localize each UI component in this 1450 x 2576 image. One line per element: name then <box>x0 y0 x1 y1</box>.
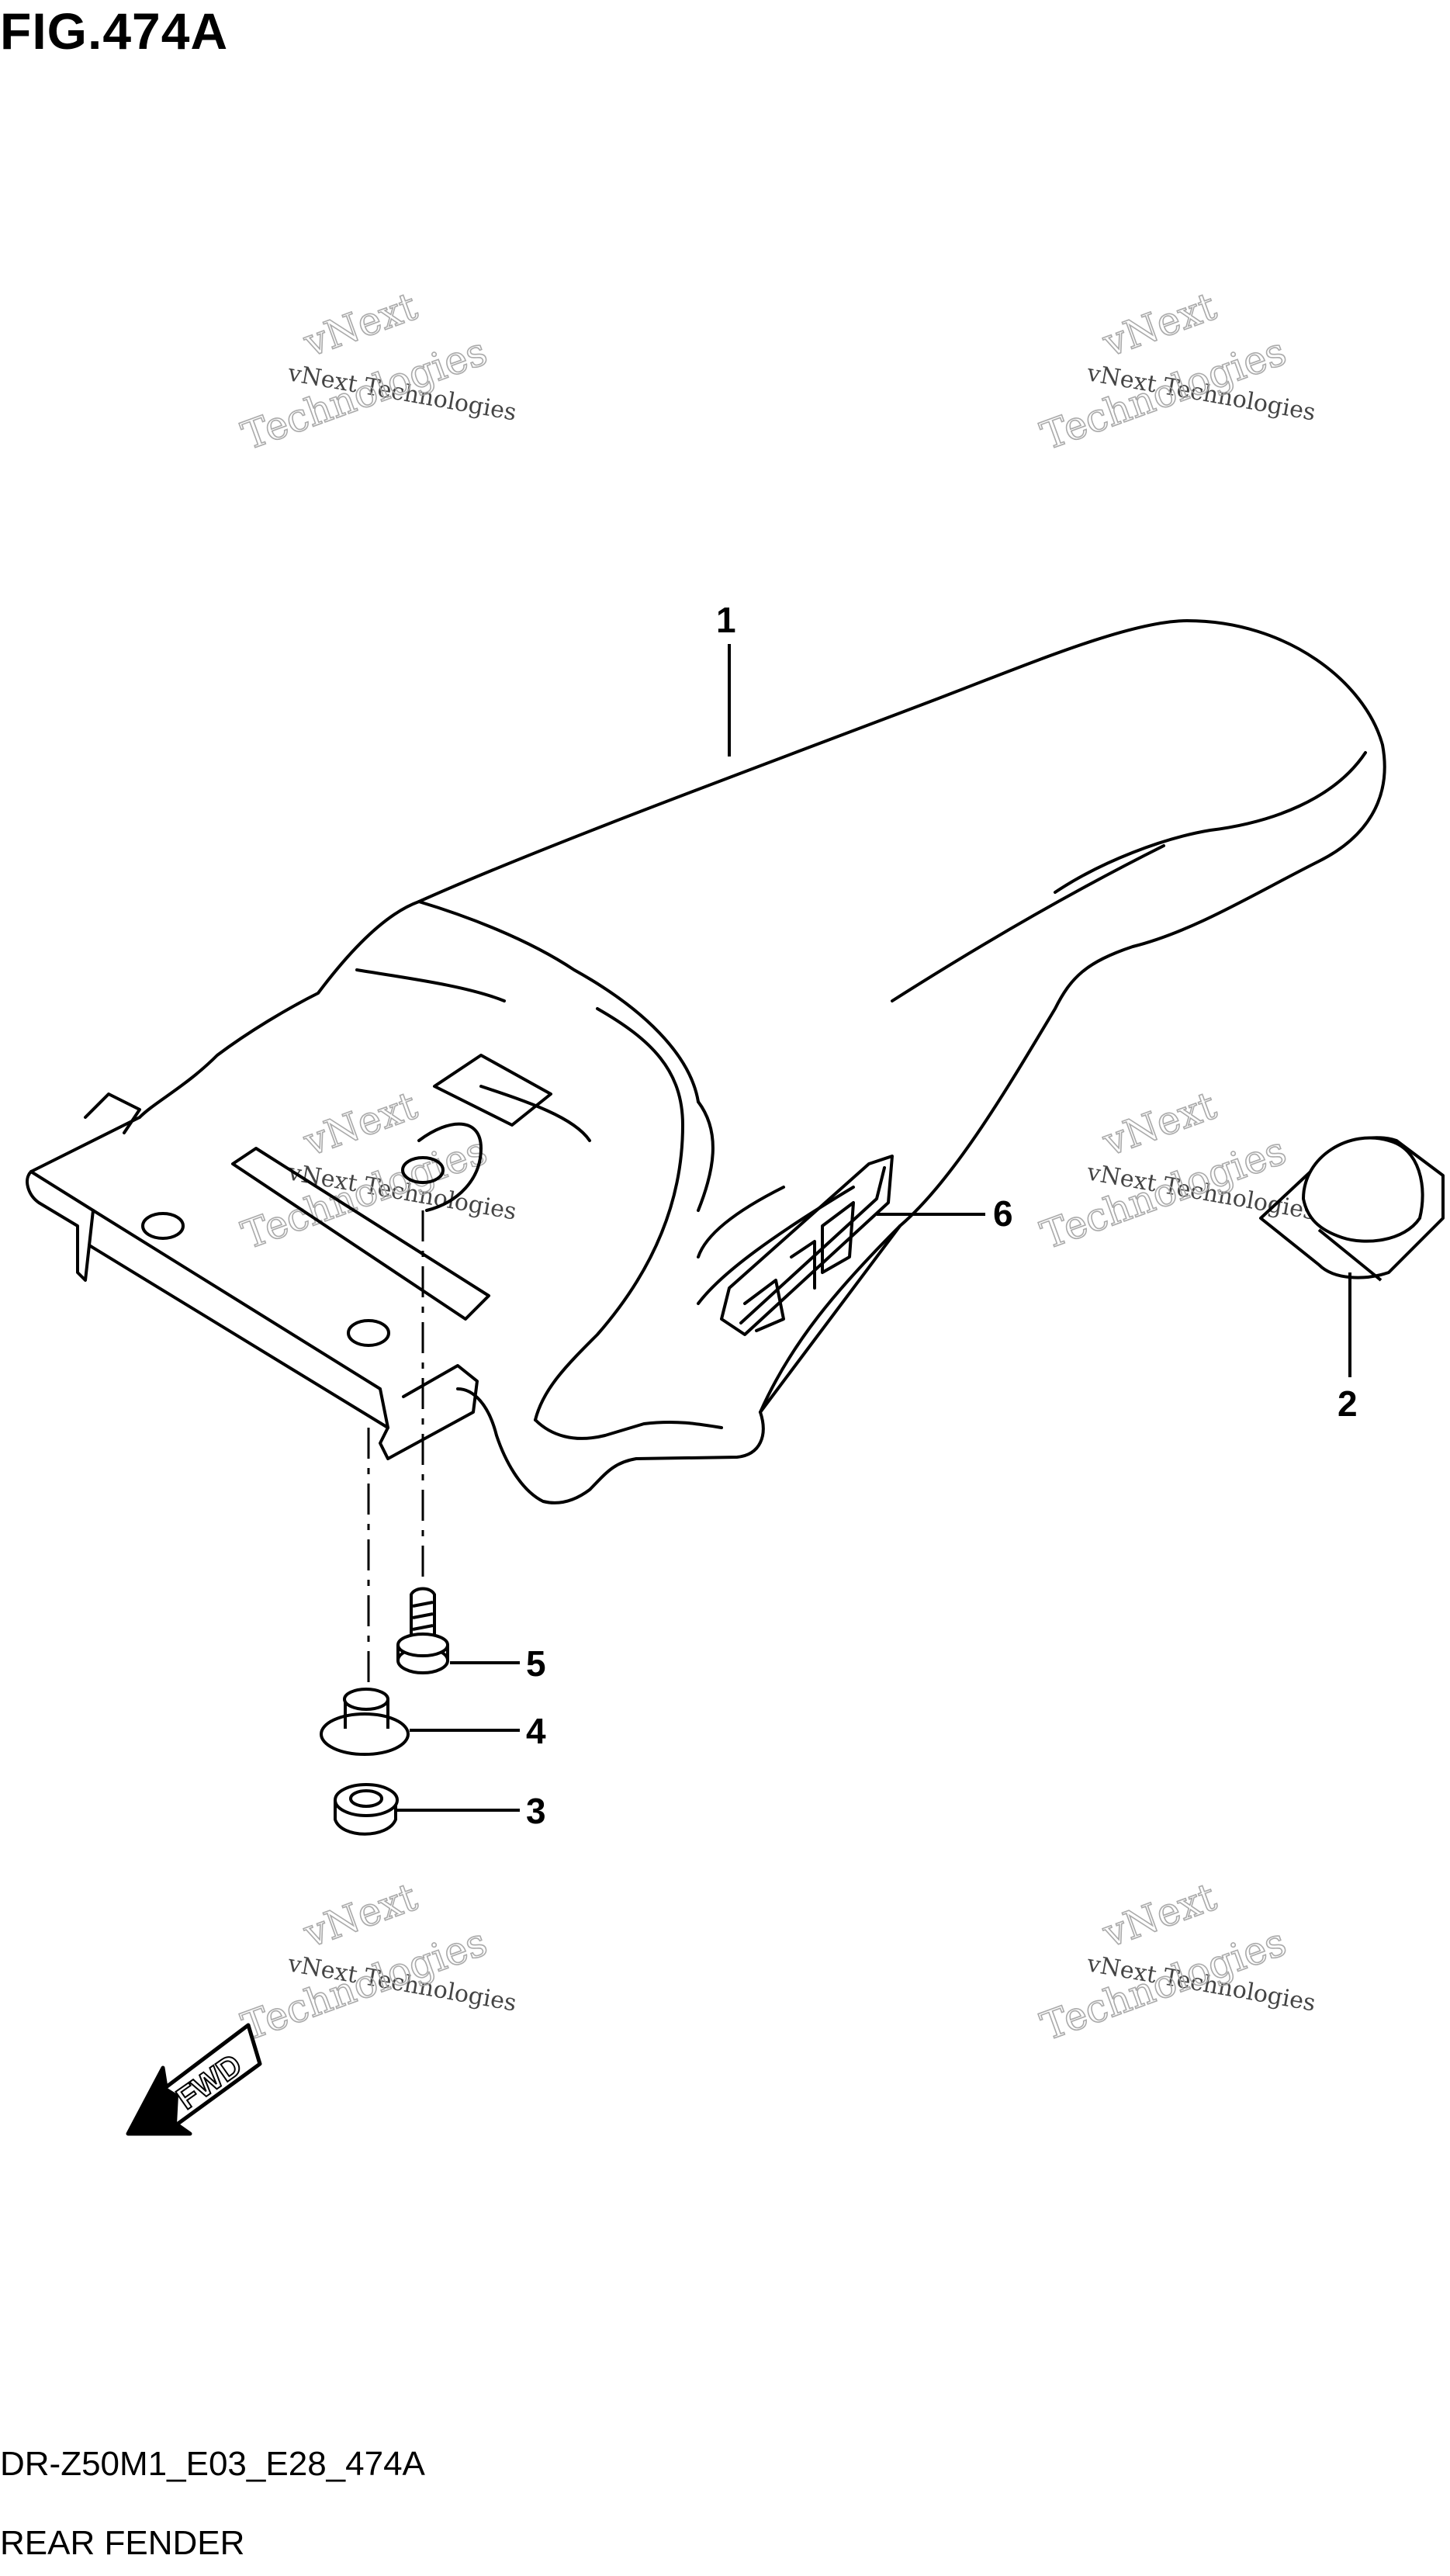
watermark-top-right: vNext Technologies vNext Technologies <box>1034 283 1317 459</box>
rear-fender-part-1 <box>26 619 1386 1504</box>
watermark-bottom-right: vNext Technologies vNext Technologies <box>1034 1874 1317 2050</box>
callout-4: 4 <box>526 1711 546 1751</box>
svg-text:vNext: vNext <box>297 284 423 366</box>
svg-text:vNext: vNext <box>297 1083 423 1165</box>
forward-direction-arrow: FWD <box>126 2023 262 2136</box>
figure-title: FIG.474A <box>0 2 229 60</box>
watermark-top-left: vNext Technologies vNext Technologies <box>235 283 518 459</box>
collar-part-4 <box>320 1688 410 1756</box>
leader-lines <box>397 644 1351 1812</box>
bolt-part-5 <box>396 1587 449 1674</box>
svg-text:vNext: vNext <box>1096 1083 1222 1165</box>
callout-6: 6 <box>993 1193 1013 1234</box>
section-name: REAR FENDER <box>0 2524 245 2562</box>
callout-3: 3 <box>526 1791 546 1831</box>
svg-text:vNext: vNext <box>1096 284 1222 366</box>
watermark-bottom-left: vNext Technologies vNext Technologies <box>235 1874 518 2050</box>
svg-text:vNext: vNext <box>1096 1875 1222 1957</box>
cap-part-2 <box>1259 1136 1445 1282</box>
svg-text:vNext: vNext <box>297 1875 423 1957</box>
assembly-center-lines <box>367 1210 424 1684</box>
callout-5: 5 <box>526 1643 546 1684</box>
callout-1: 1 <box>716 600 736 640</box>
callout-2: 2 <box>1338 1383 1358 1424</box>
nut-part-3 <box>334 1783 399 1836</box>
model-code: DR-Z50M1_E03_E28_474A <box>0 2445 425 2483</box>
